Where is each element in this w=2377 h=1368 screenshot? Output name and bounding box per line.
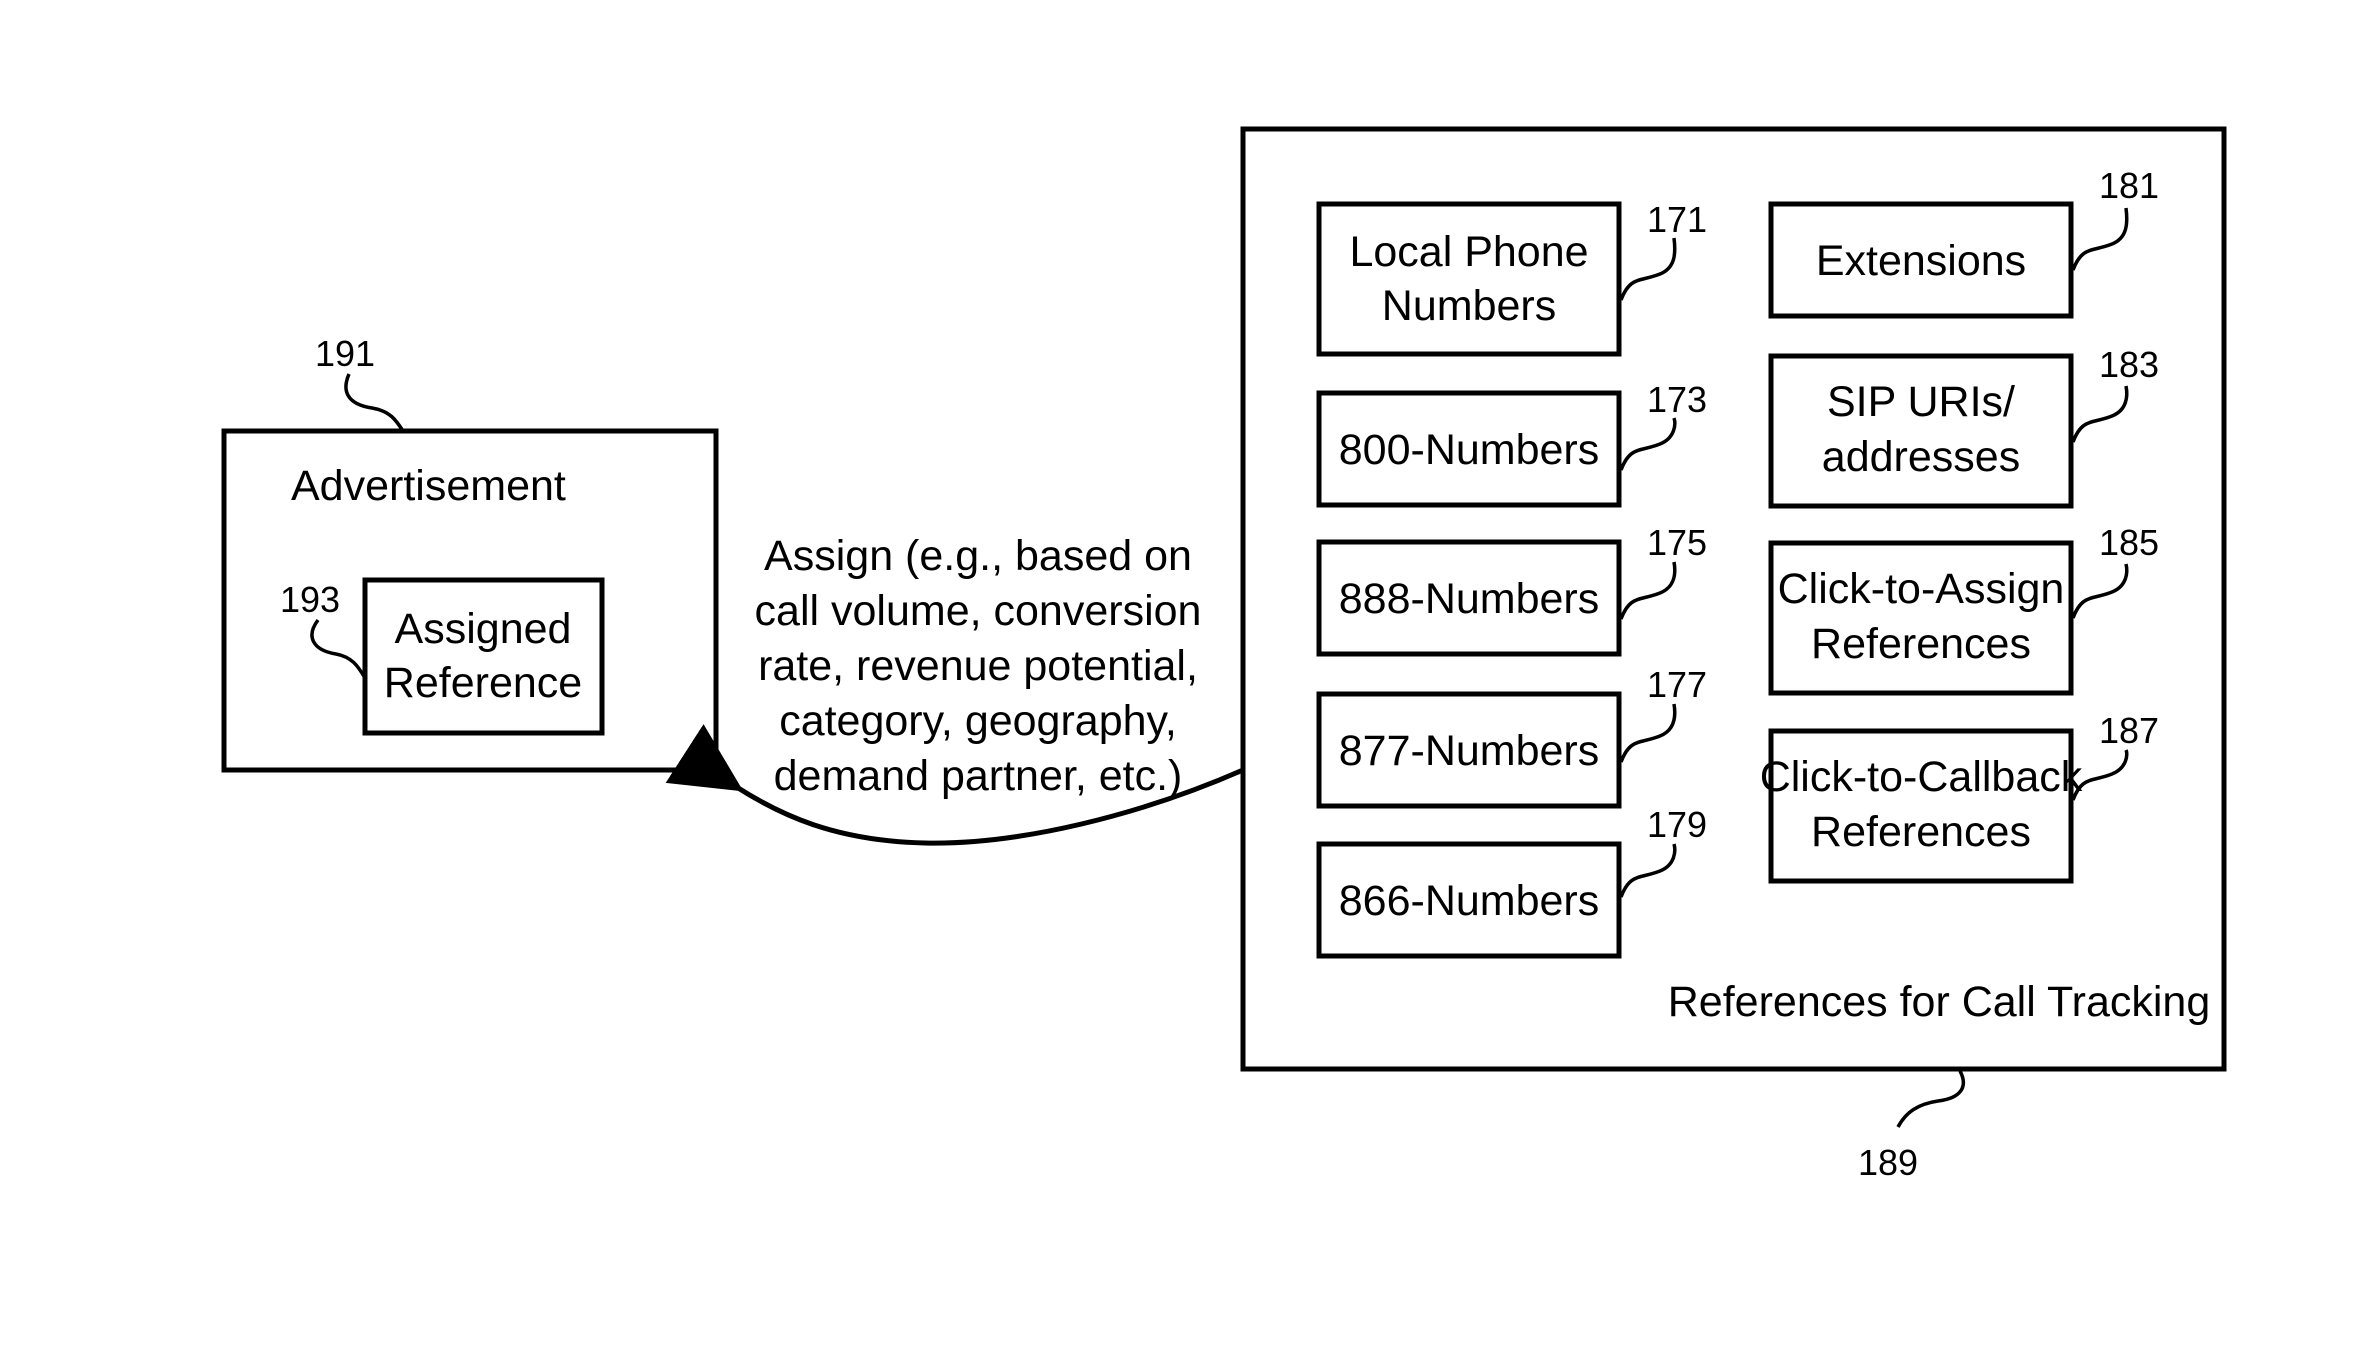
- assign-label-line-2: call volume, conversion: [755, 587, 1202, 635]
- reference-item-label: 877-Numbers: [1339, 727, 1600, 775]
- assign-label-line-3: rate, revenue potential,: [758, 642, 1198, 690]
- reference-item-label: 800-Numbers: [1339, 426, 1600, 474]
- reference-item-label-line1: Local Phone: [1349, 228, 1588, 276]
- ref-number-193: 193: [280, 579, 340, 620]
- reference-item-label-line1: SIP URIs/: [1827, 378, 2015, 426]
- assign-label-line-4: category, geography,: [779, 697, 1177, 745]
- assigned-reference-line1: Assigned: [395, 605, 572, 653]
- reference-item-label-line1: Click-to-Callback: [1760, 753, 2083, 801]
- reference-item-label-line2: References: [1811, 808, 2031, 856]
- ref-number-189: 189: [1858, 1142, 1918, 1183]
- ref-number-181: 181: [2099, 165, 2159, 206]
- references-caption: References for Call Tracking: [1668, 978, 2211, 1026]
- assign-label-line-1: Assign (e.g., based on: [764, 532, 1192, 580]
- advertisement-title: Advertisement: [291, 462, 566, 510]
- reference-item-label-line2: addresses: [1822, 433, 2020, 481]
- references-ref-number: 189: [1858, 1071, 1963, 1183]
- ref-number-177: 177: [1647, 664, 1707, 705]
- assign-label: Assign (e.g., based on call volume, conv…: [755, 532, 1202, 800]
- ref-number-183: 183: [2099, 344, 2159, 385]
- reference-item-label: 888-Numbers: [1339, 575, 1600, 623]
- ref-number-173: 173: [1647, 379, 1707, 420]
- advertisement-ref-number: 191: [315, 333, 403, 431]
- assigned-reference-box: Assigned Reference: [365, 580, 602, 733]
- reference-item-label-line2: References: [1811, 620, 2031, 668]
- reference-item-label-line1: Click-to-Assign: [1778, 565, 2065, 613]
- ref-number-175: 175: [1647, 522, 1707, 563]
- ref-number-171: 171: [1647, 199, 1707, 240]
- reference-item-label-line2: Numbers: [1382, 282, 1556, 330]
- assigned-reference-line2: Reference: [384, 659, 582, 707]
- reference-item-label: 866-Numbers: [1339, 877, 1600, 925]
- ref-number-179: 179: [1647, 804, 1707, 845]
- assign-label-line-5: demand partner, etc.): [774, 752, 1183, 800]
- ref-number-185: 185: [2099, 522, 2159, 563]
- reference-item-label: Extensions: [1816, 237, 2026, 285]
- leader-line-191: [346, 374, 403, 431]
- ref-number-187: 187: [2099, 710, 2159, 751]
- leader-line-189: [1898, 1071, 1963, 1127]
- ref-number-191: 191: [315, 333, 375, 374]
